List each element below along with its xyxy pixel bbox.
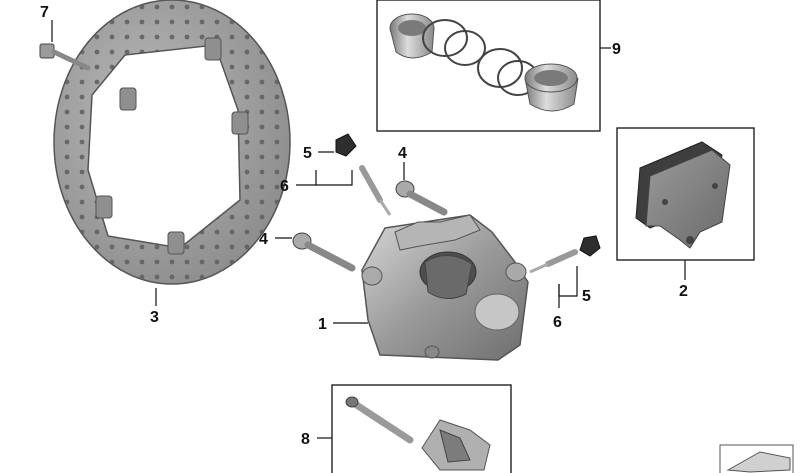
caliper-bolt-upper	[395, 180, 448, 216]
callout-1: 1	[318, 316, 327, 333]
callout-8: 8	[301, 431, 310, 448]
disc-bolt	[39, 43, 91, 71]
caliper-bolt-left	[292, 232, 356, 272]
brake-pad-frame	[616, 127, 755, 261]
brake-disc	[53, 0, 291, 285]
callout-4-left: 4	[259, 231, 268, 248]
callout-3: 3	[150, 309, 159, 326]
callout-5-right: 5	[582, 288, 591, 305]
callout-labels: 7 3 1 4 4 5 6 5 6 9 2 8	[40, 4, 688, 448]
callout-6-upper: 6	[280, 178, 289, 195]
bleed-valve-right	[529, 235, 601, 274]
brake-caliper	[361, 214, 529, 361]
callout-4-upper: 4	[398, 145, 407, 162]
bleed-valve-upper	[335, 133, 392, 216]
callout-7: 7	[40, 4, 49, 21]
callout-9: 9	[612, 41, 621, 58]
piston-kit-frame	[376, 0, 601, 132]
pad-pin-frame	[331, 384, 512, 473]
callout-6-right: 6	[553, 314, 562, 331]
callout-5-upper: 5	[303, 145, 312, 162]
callout-2: 2	[679, 283, 688, 300]
leader-lines	[51, 20, 686, 439]
orientation-symbol	[719, 444, 794, 473]
